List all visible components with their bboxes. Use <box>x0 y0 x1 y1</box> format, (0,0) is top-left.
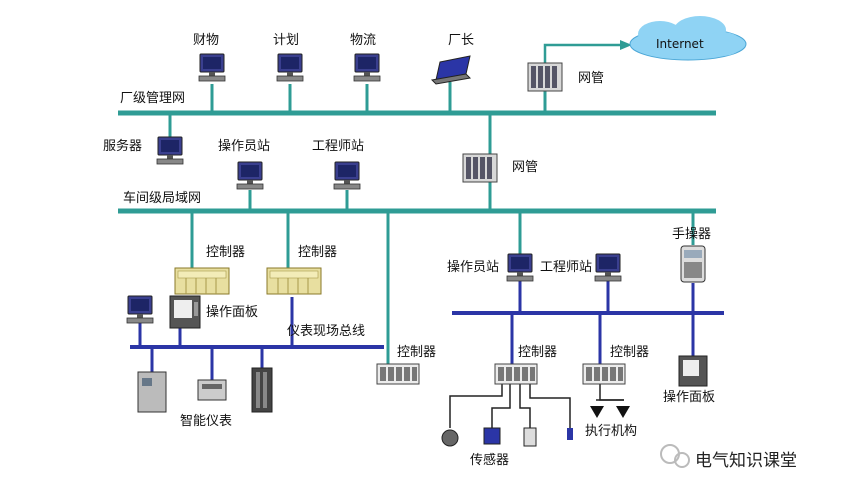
controller-e-label: 控制器 <box>610 345 650 360</box>
director-label: 厂长 <box>448 33 475 48</box>
cabinet-icon <box>137 371 167 413</box>
sensor-icon <box>441 427 573 447</box>
cloud-icon <box>629 16 747 61</box>
pc-icon <box>276 53 304 82</box>
instrument-rack-icon <box>251 367 273 413</box>
handheld-icon <box>680 245 706 283</box>
pc-icon <box>594 253 622 282</box>
actuator-arrows-icon <box>590 406 630 418</box>
gateway-uplink <box>543 43 620 63</box>
smart-instruments-label: 智能仪表 <box>180 414 233 429</box>
plc-icon <box>376 363 420 385</box>
workshop-drops <box>190 190 695 364</box>
controller-d-label: 控制器 <box>518 345 558 360</box>
pc-icon <box>198 53 226 82</box>
finance-label: 财物 <box>193 33 220 48</box>
pc-icon <box>506 253 534 282</box>
watermark-text: 电气知识课堂 <box>695 451 797 471</box>
gateway-mid-label: 网管 <box>512 160 539 175</box>
logistics-label: 物流 <box>350 33 377 48</box>
module-icon <box>197 379 227 401</box>
sensor-wiring <box>449 384 624 428</box>
plc-icon <box>582 363 626 385</box>
pc-icon <box>353 53 381 82</box>
operator-panel-icon <box>169 295 201 329</box>
hand-operator-label: 手操器 <box>672 227 712 242</box>
server-label: 服务器 <box>103 139 143 154</box>
laptop-icon <box>430 55 472 85</box>
pc-icon <box>126 295 154 324</box>
factory-net-label: 厂级管理网 <box>120 91 186 106</box>
op-panel-1-label: 操作面板 <box>206 305 259 320</box>
uplink-arrowhead <box>620 40 632 50</box>
pc-icon <box>333 161 361 190</box>
fieldbus-label: 仪表现场总线 <box>287 324 366 339</box>
controller-c-label: 控制器 <box>397 345 437 360</box>
controller-b-label: 控制器 <box>298 245 338 260</box>
factory-drops <box>168 82 547 211</box>
plc-icon <box>494 363 538 385</box>
gateway-top-label: 网管 <box>578 71 605 86</box>
plc-icon <box>174 267 230 295</box>
rack-icon <box>462 153 498 183</box>
operator-panel-icon <box>678 355 708 387</box>
right-field-drops <box>510 278 695 364</box>
rack-icon <box>527 62 563 92</box>
pc-icon <box>236 161 264 190</box>
plan-label: 计划 <box>273 33 300 48</box>
pc-icon <box>156 136 184 165</box>
internet-label: Internet <box>656 37 704 51</box>
plc-icon <box>266 267 322 295</box>
sensors-label: 传感器 <box>470 453 510 468</box>
controller-a-label: 控制器 <box>206 245 246 260</box>
op-panel-2-label: 操作面板 <box>663 390 716 405</box>
op-station-1-label: 操作员站 <box>218 139 271 154</box>
eng-station-2-label: 工程师站 <box>540 260 593 275</box>
wechat-icon <box>660 444 690 468</box>
actuators-label: 执行机构 <box>585 424 638 439</box>
left-field-drops <box>138 297 294 380</box>
eng-station-1-label: 工程师站 <box>312 139 365 154</box>
workshop-net-label: 车间级局域网 <box>123 191 202 206</box>
op-station-2-label: 操作员站 <box>447 260 500 275</box>
